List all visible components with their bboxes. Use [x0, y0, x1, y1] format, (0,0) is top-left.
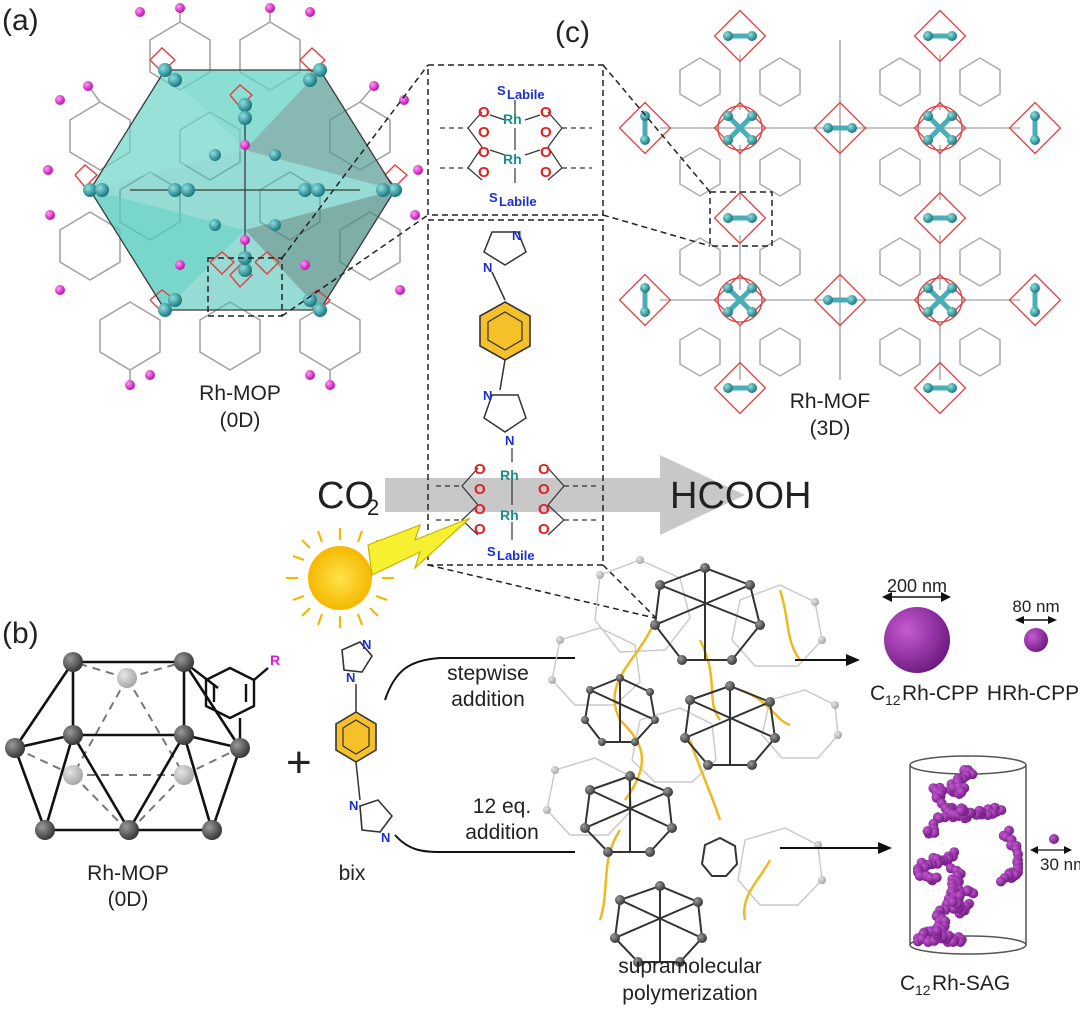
rh-mop-b-label: Rh-MOP: [87, 862, 169, 885]
zoom-connectors-c: [603, 65, 710, 246]
sag-cylinder: [910, 756, 1026, 954]
stepwise-label-1: stepwise: [447, 662, 529, 685]
n-mid-2: N: [505, 433, 514, 448]
c12rh-sag-label-c: C: [900, 972, 915, 995]
c12rh-cpp-particle: [884, 607, 950, 673]
o-mid-7: O: [538, 501, 550, 518]
paddlewheel-top: S Labile Rh Rh O O O O O O O O S Labile: [440, 83, 592, 209]
eq-label-2: addition: [465, 821, 539, 844]
size-200-label: 200 nm: [887, 576, 947, 596]
rh-top-1: Rh: [503, 111, 522, 127]
rh-mop-a-structure: [43, 3, 423, 390]
n-mid-1: N: [483, 388, 492, 403]
bix-molecule: N N N N: [336, 637, 392, 845]
hrh-cpp-particle: [1024, 628, 1048, 652]
o-mid-8: O: [538, 521, 550, 538]
o-mid-2: O: [474, 481, 486, 498]
s-labile-top-s: S: [497, 83, 506, 98]
o-mid-3: O: [538, 461, 550, 478]
o-top-2: O: [478, 124, 490, 141]
o-mid-4: O: [538, 481, 550, 498]
c12rh-cpp-label-sub: 12: [885, 692, 901, 708]
bix-paddlewheel: N N N N Rh Rh O O O O O O O O S: [436, 228, 596, 563]
s-labile-mid-sub: Labile: [497, 548, 535, 563]
panel-label-c: (c): [555, 16, 590, 49]
panel-label-b: (b): [2, 617, 39, 650]
sag-bead: [956, 806, 966, 816]
o-top-8: O: [540, 164, 552, 181]
o-top-1: O: [478, 104, 490, 121]
sag-bead-scale: [1049, 834, 1059, 844]
rh-mid-2: Rh: [500, 507, 519, 523]
c12rh-cpp-label-c: C: [870, 682, 885, 705]
sag-bead: [948, 897, 958, 907]
o-top-7: O: [540, 144, 552, 161]
rh-mop-b-dim: (0D): [108, 888, 149, 911]
rh-mop-b-schematic: R: [5, 652, 280, 840]
sag-bead: [956, 787, 966, 797]
size-80-label: 80 nm: [1012, 597, 1059, 616]
o-mid-1: O: [474, 461, 486, 478]
hcooh-label: HCOOH: [670, 475, 811, 517]
zoom-connectors-b: [428, 565, 660, 622]
rh-top-2: Rh: [503, 151, 522, 167]
n-bix-3: N: [349, 798, 358, 813]
s-labile-bot-sub: Labile: [499, 194, 537, 209]
rh-mop-a-dim: (0D): [220, 409, 261, 432]
sag-bead: [996, 877, 1006, 887]
o-top-4: O: [540, 124, 552, 141]
n-bix-4: N: [381, 830, 390, 845]
bix-label: bix: [339, 862, 366, 885]
n-bix-2: N: [346, 670, 355, 685]
supra-label-2: polymerization: [622, 982, 757, 1005]
sag-bead: [932, 926, 942, 936]
s-labile-bot-s: S: [489, 190, 498, 205]
o-top-3: O: [540, 104, 552, 121]
c12rh-cpp-label-suffix: Rh-CPP: [902, 682, 979, 705]
eq-label-1: 12 eq.: [473, 795, 531, 818]
s-labile-mid-s: S: [487, 544, 496, 559]
rh-mid-1: Rh: [500, 467, 519, 483]
sag-bead: [932, 873, 942, 883]
o-mid-5: O: [474, 501, 486, 518]
supramolecular-polymer: [543, 556, 842, 967]
hrh-cpp-label: HRh-CPP: [987, 682, 1079, 705]
supra-label-1: supramolecular: [618, 955, 762, 978]
rh-mof-structure: [620, 11, 1061, 414]
panel-label-a: (a): [2, 4, 39, 37]
rh-mof-label: Rh-MOF: [790, 390, 871, 413]
rh-mop-a-label: Rh-MOP: [199, 382, 281, 405]
sag-bead: [923, 826, 933, 836]
stepwise-label-2: addition: [451, 688, 525, 711]
n-top-2: N: [483, 260, 492, 275]
c12rh-sag-label-suffix: Rh-SAG: [932, 972, 1010, 995]
o-mid-6: O: [474, 521, 486, 538]
n-bix-1: N: [362, 637, 371, 652]
co2-label: CO: [317, 475, 374, 517]
r-group-label: R: [270, 652, 280, 668]
c12rh-sag-label-sub: 12: [915, 982, 931, 998]
plus-sign: +: [286, 738, 312, 787]
lightning-icon: [368, 518, 470, 575]
size-30-label: 30 nm: [1040, 855, 1080, 874]
n-top-1: N: [512, 228, 521, 243]
sag-bead-network: [913, 765, 1023, 947]
rh-mof-dim: (3D): [810, 417, 851, 440]
o-top-6: O: [478, 164, 490, 181]
o-top-5: O: [478, 144, 490, 161]
co2-subscript: 2: [367, 495, 379, 520]
s-labile-top-sub: Labile: [507, 87, 545, 102]
